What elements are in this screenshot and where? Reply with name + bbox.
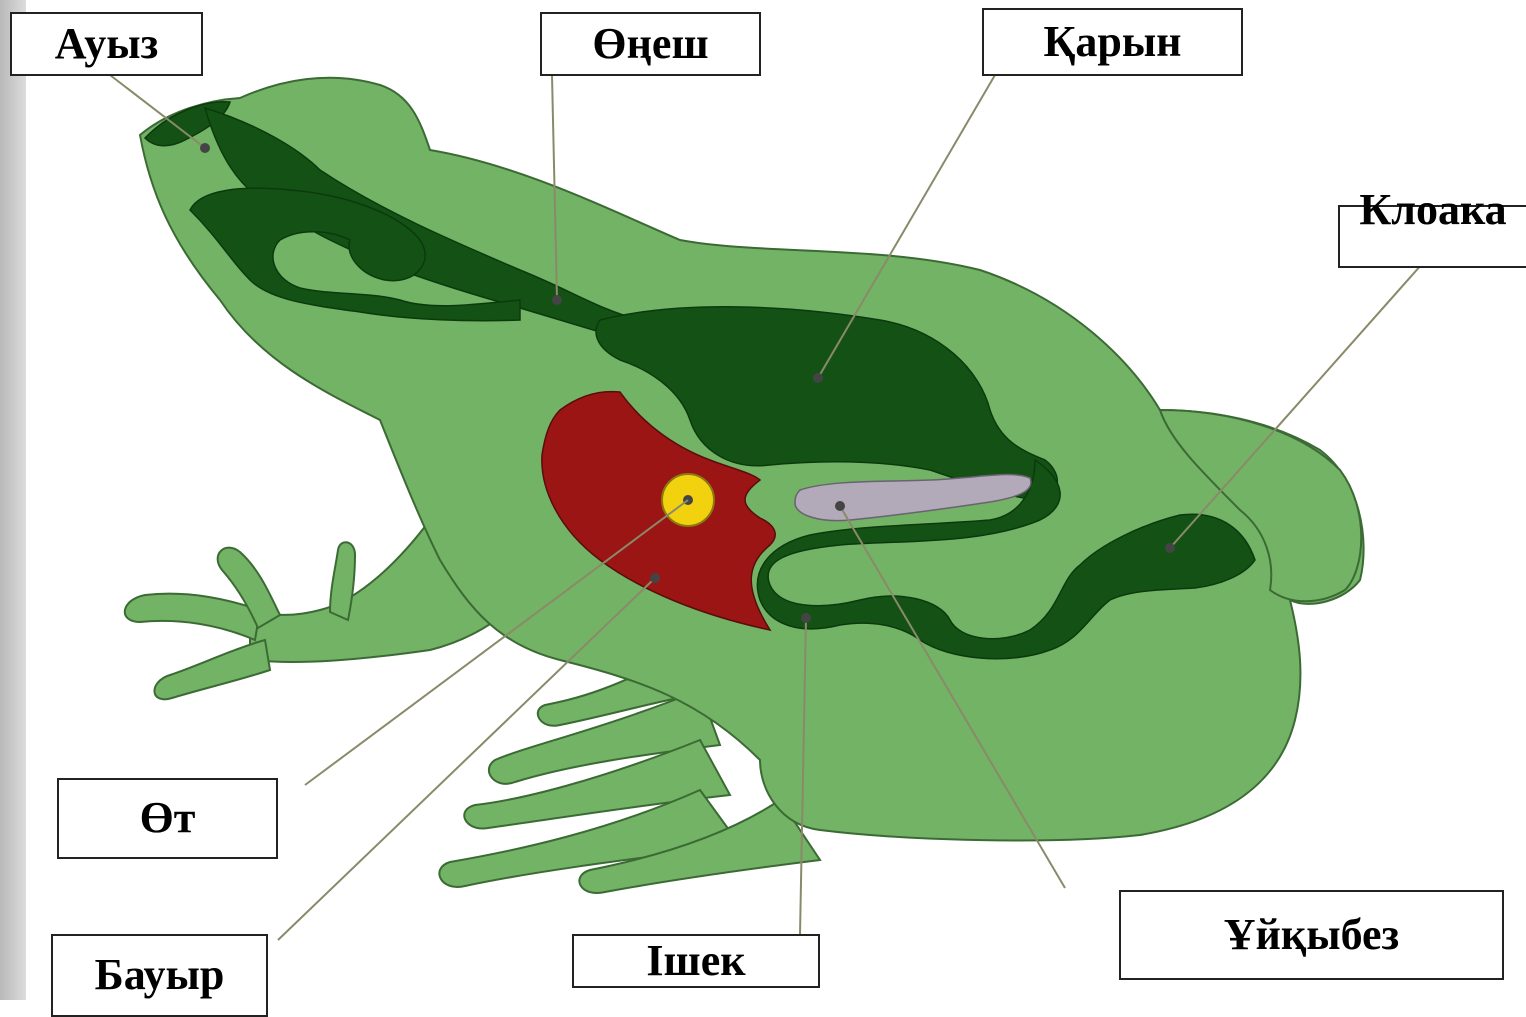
pointer-dot-mouth — [200, 143, 210, 153]
front-finger-1 — [125, 594, 260, 640]
pointer-dot-liver — [650, 573, 660, 583]
pointer-dot-pancreas — [835, 501, 845, 511]
pointer-dot-esophagus — [552, 295, 562, 305]
label-cloaca-text: Клоака — [1358, 185, 1508, 236]
label-cloaca: Клоака — [1338, 205, 1526, 268]
label-stomach: Қарын — [982, 8, 1243, 76]
pointer-dot-stomach — [813, 373, 823, 383]
label-liver: Бауыр — [51, 934, 268, 1017]
label-pancreas: Ұйқыбез — [1119, 890, 1504, 980]
pointer-dot-intestine — [801, 613, 811, 623]
label-gallbladder: Өт — [57, 778, 278, 859]
label-esophagus: Өңеш — [540, 12, 761, 76]
label-mouth: Ауыз — [10, 12, 203, 76]
pointer-dot-cloaca — [1165, 543, 1175, 553]
label-intestine: Ішек — [572, 934, 820, 988]
front-finger-2 — [154, 640, 270, 699]
